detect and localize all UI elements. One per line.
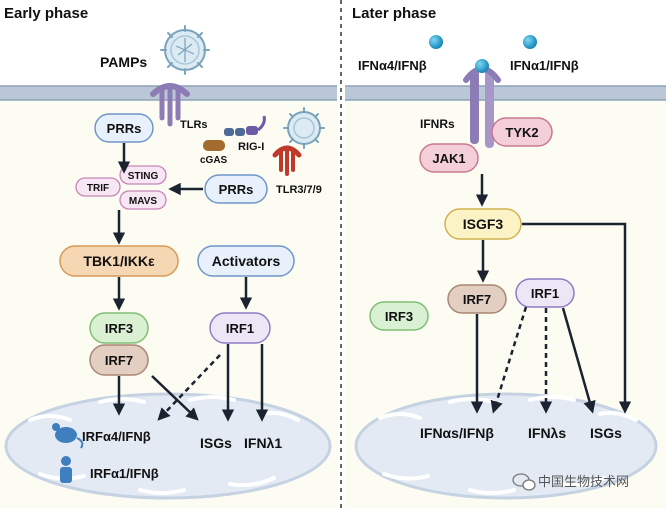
later-nucleus — [354, 392, 658, 500]
out-isgs-early-label: ISGs — [200, 435, 232, 451]
prrs-mid-label: PRRs — [219, 182, 254, 197]
sting-label: STING — [128, 171, 159, 182]
prrs-top-node — [94, 113, 154, 143]
irf3-later-node — [369, 301, 429, 331]
mavs-label: MAVS — [129, 196, 157, 207]
tlr-receptor-icon — [150, 83, 190, 127]
irf7-later-node — [447, 284, 507, 314]
tbk1-ikke-label: TBK1/IKKε — [83, 253, 155, 269]
jak1-label: JAK1 — [432, 151, 465, 166]
irf7-later-label: IRF7 — [463, 292, 491, 307]
ifna4-ifnb-label: IFNα4/IFNβ — [358, 58, 427, 73]
human-icon — [60, 456, 72, 483]
early-phase-title: Early phase — [4, 5, 88, 22]
irf7-early-node — [89, 344, 149, 376]
tlr379-receptor-icon — [272, 145, 302, 176]
early-arrows — [112, 143, 269, 422]
ifn-ball-icon-1 — [429, 35, 443, 49]
tbk1-ikke-node — [59, 245, 179, 277]
out-ifnl1-label: IFNλ1 — [244, 435, 282, 451]
mavs-node — [119, 190, 167, 210]
watermark-text: 中国生物技术网 — [538, 474, 629, 489]
early-nucleus — [4, 392, 332, 500]
irf3-early-label: IRF3 — [105, 321, 133, 336]
tlrs-label: TLRs — [180, 119, 208, 131]
cgas-label: cGAS — [200, 155, 228, 166]
later-arrows — [470, 174, 632, 414]
trif-label: TRIF — [87, 183, 109, 194]
irf1-early-node — [209, 312, 271, 344]
isgf3-label: ISGF3 — [463, 216, 504, 232]
ifn-ball-icon-2 — [523, 35, 537, 49]
virus-icon-2 — [283, 107, 325, 149]
tlr379-label: TLR3/7/9 — [276, 184, 322, 196]
prrs-mid-node — [204, 174, 268, 204]
later-phase-title: Later phase — [352, 5, 436, 22]
irf7-early-label: IRF7 — [105, 353, 133, 368]
prrs-top-label: PRRs — [107, 121, 142, 136]
out-ifnls-label: IFNλs — [528, 425, 566, 441]
tyk2-node — [491, 117, 553, 147]
out-isgs-later-label: ISGs — [590, 425, 622, 441]
ifnrs-label: IFNRs — [420, 117, 455, 131]
irf1-later-label: IRF1 — [531, 286, 559, 301]
later-membrane — [345, 85, 666, 101]
irf3-later-label: IRF3 — [385, 309, 413, 324]
mouse-icon — [52, 423, 84, 449]
sting-node — [119, 165, 167, 185]
tyk2-label: TYK2 — [505, 125, 538, 140]
activators-node — [197, 245, 295, 277]
out-ifnas-ifnb-label: IFNαs/IFNβ — [420, 425, 494, 441]
trif-node — [75, 177, 121, 197]
activators-label: Activators — [212, 253, 281, 269]
rigi-icon — [224, 115, 266, 136]
out-irfa1-ifnb-label: IRFα1/IFNβ — [90, 466, 159, 481]
irf1-early-label: IRF1 — [226, 321, 254, 336]
wechat-icon — [512, 473, 536, 491]
jak1-node — [419, 143, 479, 173]
ifna1-ifnb-label: IFNα1/IFNβ — [510, 58, 579, 73]
isgf3-node — [444, 208, 522, 240]
irf1-later-node — [515, 278, 575, 308]
out-irfa4-ifnb-label: IRFα4/IFNβ — [82, 429, 151, 444]
irf3-early-node — [89, 312, 149, 344]
pamps-label: PAMPs — [100, 54, 147, 70]
rigi-label: RIG-I — [238, 141, 264, 153]
cgas-icon — [203, 140, 225, 151]
virus-icon — [160, 25, 210, 75]
